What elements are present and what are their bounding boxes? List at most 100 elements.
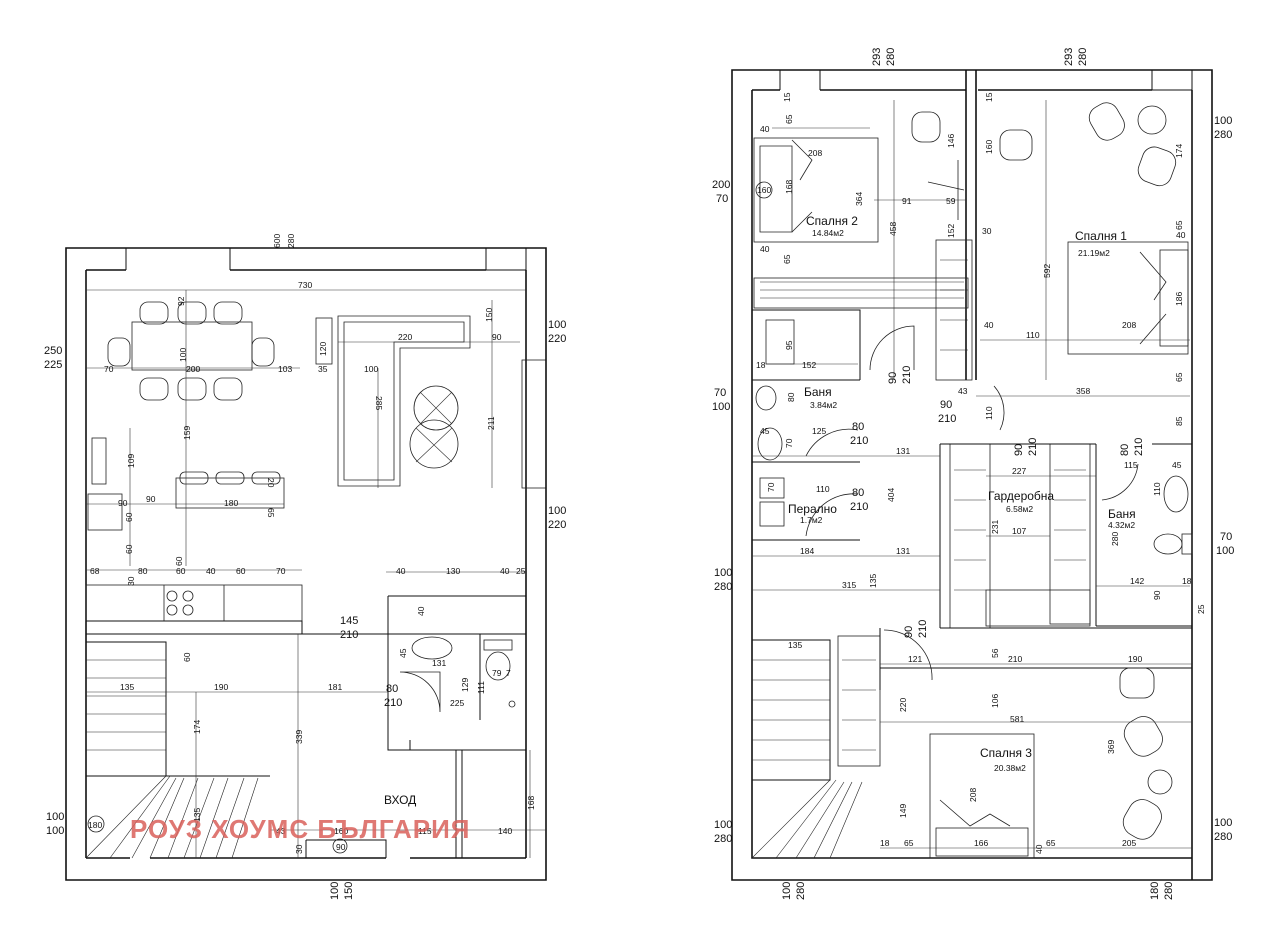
window-label: 100 (714, 567, 732, 579)
dim-label: 150 (484, 308, 494, 322)
dim-label: 115 (1124, 460, 1138, 470)
ground-floor-plan: 730 92 150 220 90 100 200 103 70 120 35 … (44, 234, 566, 900)
dim-label: 85 (1174, 416, 1184, 426)
dim-label: 121 (908, 654, 922, 664)
dim-label: 107 (1012, 526, 1026, 536)
dim-label: 166 (974, 838, 988, 848)
dim-label: 184 (800, 546, 814, 556)
door-label: 90 (903, 626, 915, 638)
dim-label: 109 (126, 454, 136, 468)
window-label: 100 (548, 505, 566, 517)
bedroom2-bed (753, 137, 879, 243)
dim-label: 80 (138, 566, 148, 576)
dim-label: 592 (1042, 264, 1052, 278)
door-label: 80 (386, 683, 398, 695)
door-label: 210 (850, 435, 868, 447)
window-label: 200 (712, 179, 730, 191)
bedroom3-bed (929, 733, 1035, 859)
window-label: 100 (46, 825, 64, 837)
room-labels: Спалня 2 14.84м2 Спалня 1 21.19м2 Баня 3… (788, 214, 1136, 773)
dim-label: 131 (896, 446, 910, 456)
dimension-lines-ground (86, 289, 546, 858)
bathroom1-fixtures (752, 309, 915, 541)
dimension-labels-ground: 730 92 150 220 90 100 200 103 70 120 35 … (88, 280, 536, 854)
dim-label: 110 (984, 406, 994, 420)
dim-label: 231 (990, 520, 1000, 534)
door-label: 210 (384, 697, 402, 709)
window-label: 280 (286, 234, 296, 248)
window-label: 225 (44, 359, 62, 371)
door-label: 80 (852, 487, 864, 499)
coffee-table-2 (409, 419, 459, 469)
dimension-labels-upper: 15 40 65 208 168 160 364 458 91 59 146 1… (756, 92, 1206, 854)
dim-label: 15 (984, 92, 994, 102)
window-label: 280 (1077, 48, 1089, 66)
coffee-table-1 (413, 385, 459, 431)
dim-label: 225 (450, 698, 464, 708)
entrance-label: ВХОД (384, 793, 416, 807)
bedroom3-chair (1119, 667, 1155, 699)
room-name-wardrobe: Гардеробна (988, 489, 1054, 503)
entrance-door (305, 839, 387, 858)
dim-label: 168 (526, 796, 536, 810)
dim-label: 18 (1182, 576, 1192, 586)
dim-label: 45 (760, 426, 770, 436)
dim-label: 404 (886, 488, 896, 502)
dining-table (107, 301, 275, 401)
door-label: 210 (1133, 438, 1145, 456)
dim-label: 59 (946, 196, 956, 206)
window-labels-ground: 600 280 250 225 100 220 100 220 100 100 … (44, 234, 566, 900)
staircase (85, 641, 270, 859)
dim-label: 40 (760, 244, 770, 254)
dim-label: 60 (124, 512, 134, 522)
dim-label: 110 (1152, 482, 1162, 496)
dim-label: 7 (506, 668, 511, 678)
room-area-bath1: 3.84м2 (810, 400, 837, 410)
window-label: 280 (714, 581, 732, 593)
dim-label: 160 (757, 185, 771, 195)
dim-label: 174 (192, 720, 202, 734)
hall-walls (879, 443, 1192, 690)
window-label: 100 (1214, 817, 1232, 829)
door-label: 80 (852, 421, 864, 433)
outer-wall (65, 247, 547, 881)
window-top-left (125, 248, 231, 270)
upper-floor-plan: Спалня 2 14.84м2 Спалня 1 21.19м2 Баня 3… (712, 48, 1234, 900)
bedroom1-bed (1067, 241, 1189, 355)
dim-label: 208 (1122, 320, 1136, 330)
window-label: 70 (714, 387, 726, 399)
dim-label: 208 (968, 788, 978, 802)
dim-label: 339 (294, 730, 304, 744)
dim-label: 25 (1196, 604, 1206, 614)
inner-wall-line (85, 269, 527, 859)
window-label: 100 (1216, 545, 1234, 557)
dim-label: 91 (902, 196, 912, 206)
dim-label: 131 (432, 658, 446, 668)
dim-label: 65 (784, 114, 794, 124)
corner-sofa (315, 315, 471, 487)
dim-label: 40 (500, 566, 510, 576)
dimension-lines-upper (752, 100, 1192, 849)
window-label: 220 (548, 519, 566, 531)
room-name-bedroom3: Спалня 3 (980, 746, 1032, 760)
window-label: 100 (714, 819, 732, 831)
window-label: 150 (343, 882, 355, 900)
window-label: 250 (44, 345, 62, 357)
dim-label: 40 (206, 566, 216, 576)
dim-label: 358 (1076, 386, 1090, 396)
dim-label: 90 (118, 498, 128, 508)
dim-label: 135 (788, 640, 802, 650)
dim-label: 70 (766, 482, 776, 492)
door-label: 90 (887, 372, 899, 384)
dim-label: 369 (1106, 740, 1116, 754)
dim-label: 200 (186, 364, 200, 374)
window-left (65, 300, 87, 430)
window-label: 280 (1214, 129, 1232, 141)
wardrobe-hatch-lines (760, 259, 1086, 751)
window-label: 293 (1063, 48, 1075, 66)
dim-label: 135 (192, 808, 202, 822)
dim-label: 168 (784, 180, 794, 194)
window-label: 70 (716, 193, 728, 205)
dim-label: 115 (418, 826, 432, 836)
